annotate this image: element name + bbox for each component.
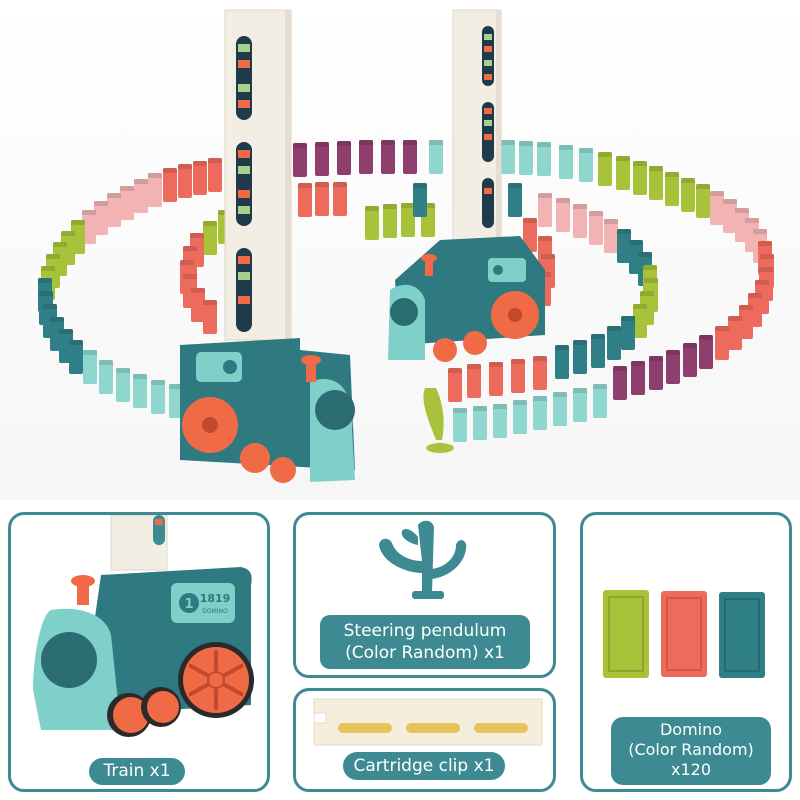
- train-badge: [171, 583, 235, 623]
- cartridge-clip-card: Cartridge clip x1: [293, 688, 556, 792]
- cartridge-clip-illustration: [313, 698, 543, 746]
- badge-number: 1: [184, 597, 193, 612]
- domino-train-scene: [38, 9, 774, 483]
- train-component-card: 1 1819 DOMINO Train x1: [8, 512, 270, 792]
- steering-pendulum-label: Steering pendulum (Color Random) x1: [320, 615, 530, 669]
- train-label: Train x1: [89, 758, 185, 785]
- front-train: [180, 338, 355, 483]
- domino-card: Domino (Color Random) x120: [580, 512, 792, 792]
- left-domino-tower: [224, 9, 292, 341]
- hero-product-image: [0, 0, 800, 500]
- cartridge-clip-label: Cartridge clip x1: [343, 752, 505, 780]
- steering-pendulum-card: Steering pendulum (Color Random) x1: [293, 512, 556, 678]
- right-domino-tower: [452, 9, 502, 261]
- back-train: [388, 236, 545, 362]
- domino-coral: [661, 591, 707, 677]
- green-pendulum: [423, 388, 454, 453]
- steering-pendulum-icon: [379, 520, 467, 599]
- badge-text: 1819: [200, 592, 231, 605]
- domino-teal: [719, 592, 765, 678]
- badge-subtext: DOMINO: [202, 608, 228, 615]
- train-illustration: 1 1819 DOMINO: [33, 515, 254, 737]
- domino-tiles-illustration: [603, 590, 765, 678]
- domino-label: Domino (Color Random) x120: [611, 717, 771, 785]
- domino-lime: [603, 590, 649, 678]
